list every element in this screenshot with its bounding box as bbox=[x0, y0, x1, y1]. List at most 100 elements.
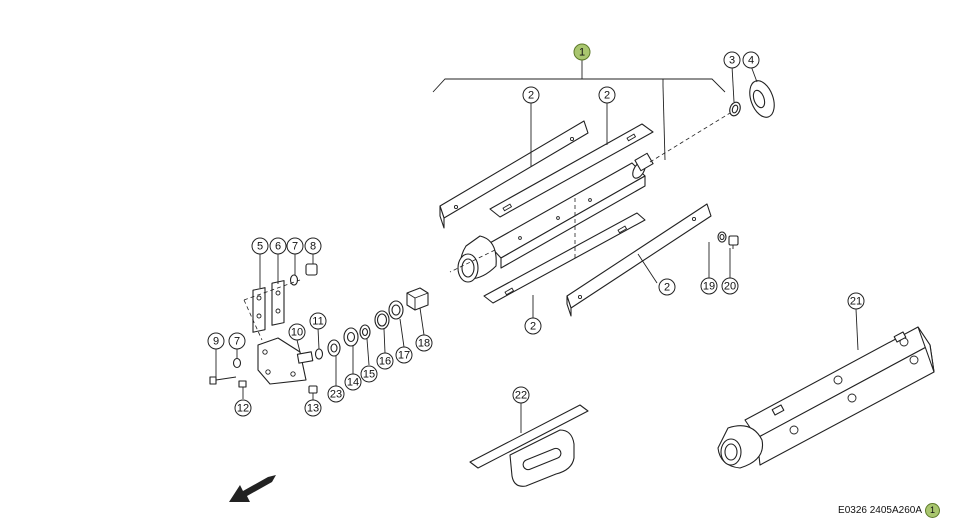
callout-6: 6 bbox=[269, 237, 287, 255]
callout-11: 11 bbox=[309, 312, 327, 330]
washer-part-19 bbox=[717, 231, 727, 243]
callout-7: 7 bbox=[228, 332, 246, 350]
callout-label: 10 bbox=[291, 327, 303, 339]
bolt-part-20 bbox=[728, 235, 739, 249]
washer-part-23 bbox=[327, 339, 341, 357]
callout-4: 4 bbox=[742, 51, 760, 69]
plate-part-2-c bbox=[483, 212, 646, 304]
main-tube bbox=[457, 152, 654, 283]
drawing-code: E0326 2405A260A 1 bbox=[838, 503, 940, 518]
callout-2: 2 bbox=[658, 278, 676, 296]
plate-part-5 bbox=[252, 287, 266, 333]
callout-label: 6 bbox=[275, 241, 281, 253]
callout-3: 3 bbox=[723, 51, 741, 69]
ring-part-3 bbox=[729, 101, 741, 117]
callout-8: 8 bbox=[304, 237, 322, 255]
callout-label: 13 bbox=[307, 403, 319, 415]
callout-18: 18 bbox=[415, 334, 433, 352]
callout-circle bbox=[309, 312, 327, 330]
bearing-part-17 bbox=[388, 300, 404, 320]
callout-circle bbox=[228, 332, 246, 350]
sleeve-part-18 bbox=[406, 287, 429, 311]
callout-circle bbox=[327, 385, 345, 403]
callout-circle bbox=[721, 277, 739, 295]
washer-part-15 bbox=[359, 324, 371, 340]
callout-circle bbox=[376, 352, 394, 370]
washer-part-4 bbox=[749, 80, 775, 118]
callout-label: 21 bbox=[850, 296, 862, 308]
callout-circle bbox=[522, 86, 540, 104]
plate-part-2-b bbox=[489, 123, 654, 218]
callout-circle bbox=[234, 399, 252, 417]
bracket-part-22 bbox=[469, 404, 589, 487]
callout-label: 20 bbox=[724, 281, 736, 293]
callout-label: 14 bbox=[347, 377, 359, 389]
nut-part-8 bbox=[305, 263, 318, 276]
callout-circle bbox=[304, 399, 322, 417]
callout-19: 19 bbox=[700, 277, 718, 295]
callout-label: 2 bbox=[604, 90, 610, 102]
callout-circle bbox=[207, 332, 225, 350]
callout-circle bbox=[573, 43, 591, 61]
assembly-bracket bbox=[432, 78, 726, 93]
callout-circle bbox=[286, 237, 304, 255]
tube-assembly-part-21 bbox=[717, 326, 935, 469]
drawing-code-badge: 1 bbox=[925, 503, 940, 518]
callout-label: 3 bbox=[729, 55, 735, 67]
callout-circle bbox=[700, 277, 718, 295]
callout-label: 22 bbox=[515, 390, 527, 402]
callout-circle bbox=[524, 317, 542, 335]
callout-10: 10 bbox=[288, 323, 306, 341]
washer-part-7-lower bbox=[232, 357, 242, 369]
callout-circle bbox=[251, 237, 269, 255]
callout-label: 17 bbox=[398, 350, 410, 362]
callout-2: 2 bbox=[522, 86, 540, 104]
callout-label: 18 bbox=[418, 338, 430, 350]
callout-circle bbox=[658, 278, 676, 296]
callout-circle bbox=[269, 237, 287, 255]
callout-circle bbox=[742, 51, 760, 69]
callout-circle bbox=[344, 373, 362, 391]
callout-label: 2 bbox=[530, 321, 536, 333]
callout-circle bbox=[360, 365, 378, 383]
callout-label: 1 bbox=[579, 47, 585, 59]
ring-part-16 bbox=[374, 310, 390, 330]
callout-14: 14 bbox=[344, 373, 362, 391]
callout-7: 7 bbox=[286, 237, 304, 255]
plate-part-6 bbox=[271, 280, 285, 326]
callout-23: 23 bbox=[327, 385, 345, 403]
callout-circle bbox=[847, 292, 865, 310]
callout-label: 19 bbox=[703, 281, 715, 293]
callout-circle bbox=[598, 86, 616, 104]
callout-circle bbox=[395, 346, 413, 364]
callout-20: 20 bbox=[721, 277, 739, 295]
callout-15: 15 bbox=[360, 365, 378, 383]
callout-label: 16 bbox=[379, 356, 391, 368]
callout-label: 4 bbox=[748, 55, 754, 67]
callout-21: 21 bbox=[847, 292, 865, 310]
callout-label: 23 bbox=[330, 389, 342, 401]
callout-17: 17 bbox=[395, 346, 413, 364]
washer-part-7-upper bbox=[289, 274, 299, 286]
callout-1: 1 bbox=[573, 43, 591, 61]
bolt-part-9 bbox=[209, 376, 237, 385]
callout-12: 12 bbox=[234, 399, 252, 417]
plate-part-2-a bbox=[439, 120, 589, 229]
callout-circle bbox=[415, 334, 433, 352]
callout-22: 22 bbox=[512, 386, 530, 404]
ring-part-11 bbox=[314, 348, 324, 360]
callout-label: 5 bbox=[257, 241, 263, 253]
callout-label: 2 bbox=[528, 90, 534, 102]
callout-circle bbox=[723, 51, 741, 69]
callout-13: 13 bbox=[304, 399, 322, 417]
callout-label: 15 bbox=[363, 369, 375, 381]
callout-label: 11 bbox=[312, 316, 323, 328]
callout-label: 8 bbox=[310, 241, 316, 253]
callout-label: 7 bbox=[234, 336, 240, 348]
callout-label: 9 bbox=[213, 336, 219, 348]
callout-label: 2 bbox=[664, 282, 670, 294]
callout-2: 2 bbox=[524, 317, 542, 335]
callout-5: 5 bbox=[251, 237, 269, 255]
